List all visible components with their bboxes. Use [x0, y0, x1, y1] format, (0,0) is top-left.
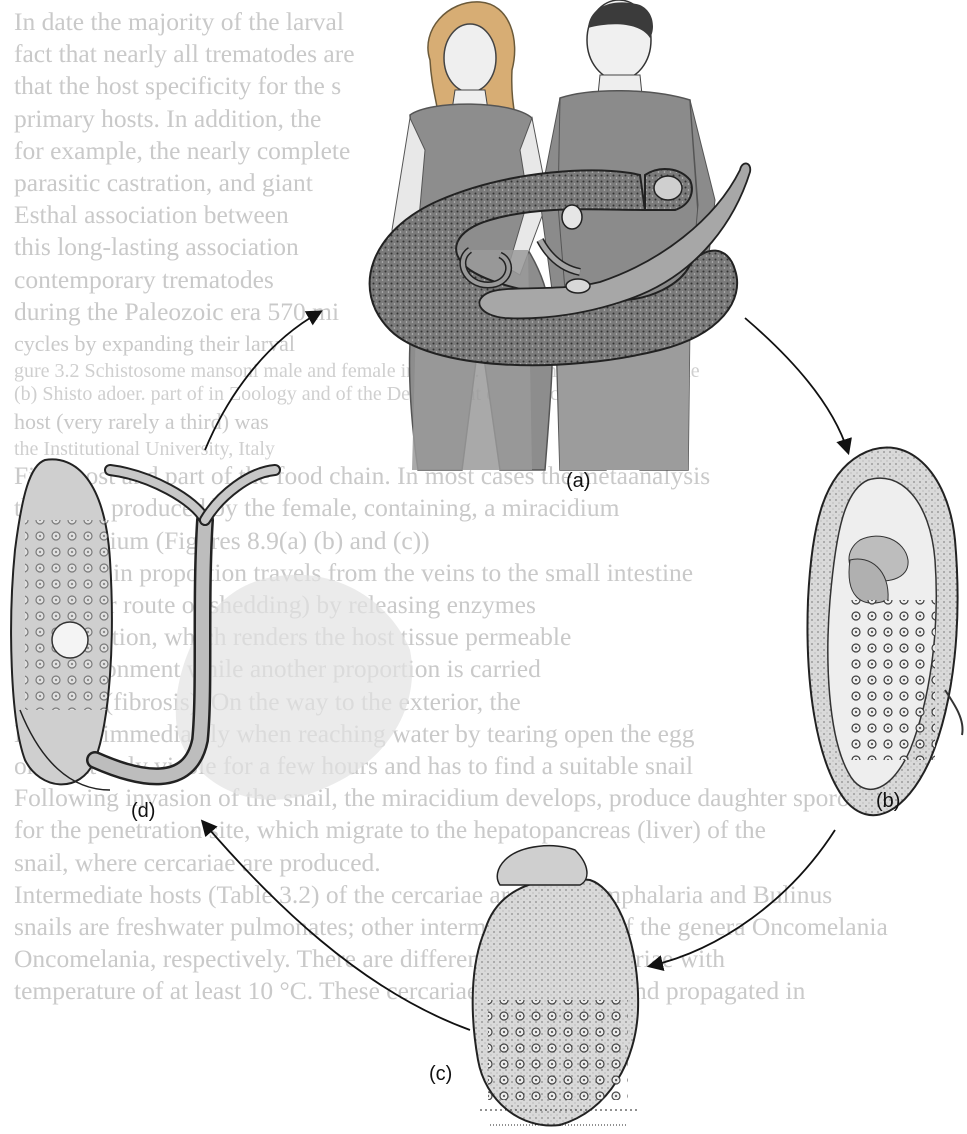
miracidium-illustration — [473, 846, 640, 1126]
egg-illustration — [807, 448, 962, 816]
label-b: (b) — [876, 790, 900, 813]
label-c: (c) — [429, 1063, 452, 1086]
label-a: (a) — [566, 470, 590, 493]
arrow-b-to-c — [650, 830, 835, 966]
arrow-c-to-d — [203, 822, 470, 1030]
label-d: (d) — [131, 800, 155, 823]
cercaria-illustration — [11, 459, 412, 799]
arrow-a-to-b — [745, 318, 848, 452]
arrow-d-to-a — [205, 312, 320, 450]
